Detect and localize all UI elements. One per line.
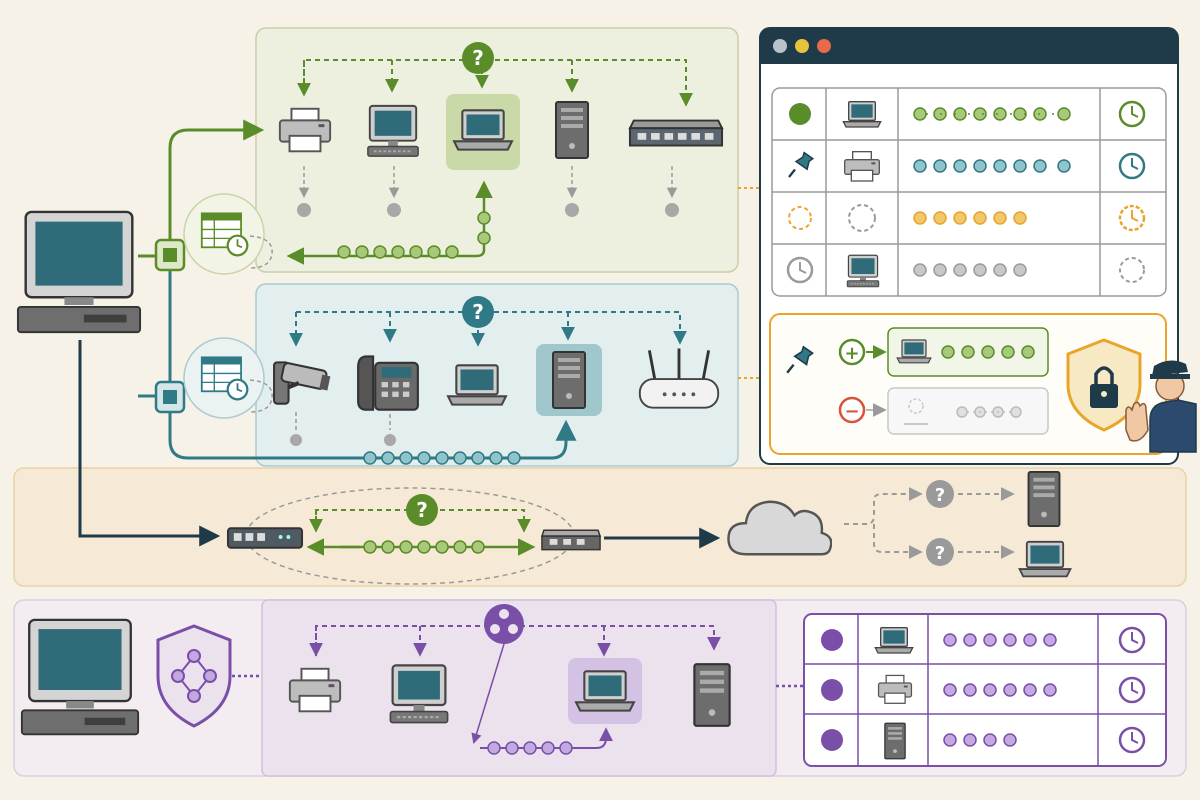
- p-row3-status-dot: [821, 729, 843, 751]
- network-hub-icon[interactable]: [484, 604, 524, 644]
- row4-clock-status: [786, 256, 814, 284]
- p-row1-laptop-icon: [874, 626, 914, 654]
- green-query-badge[interactable]: [462, 42, 494, 74]
- orange-segment-panel: [13, 467, 1187, 587]
- monitor-keyboard-icon[interactable]: [366, 104, 420, 158]
- row3-pending-dot: [788, 206, 812, 230]
- p-row3-tower-icon: [884, 722, 906, 760]
- shield-network-icon: [156, 624, 232, 728]
- orange-packet-chain: [363, 540, 485, 554]
- server-tower-icon-purple[interactable]: [693, 663, 731, 727]
- green-idle-links: [297, 166, 679, 217]
- row1-laptop-icon: [842, 100, 882, 128]
- green-packet-chain: [337, 211, 491, 259]
- orange-query-badge[interactable]: [406, 494, 438, 526]
- hub-nodes: [490, 609, 518, 634]
- p-row2-status-dot: [821, 679, 843, 701]
- row4-packet-chain: [913, 263, 1027, 277]
- laptop-icon-teal[interactable]: [446, 364, 508, 406]
- purple-segment-panel: [261, 599, 777, 777]
- server-tower-icon[interactable]: [555, 101, 589, 159]
- laptop-icon[interactable]: [452, 109, 514, 151]
- row1-clock-icon: [1118, 100, 1146, 128]
- lock-shackle: [1094, 366, 1114, 384]
- row3-clock-icon: [1118, 204, 1146, 232]
- row1-packet-chain: [913, 107, 1071, 121]
- window-control-yellow[interactable]: [795, 39, 809, 53]
- p-row2-packet-chain: [943, 683, 1057, 697]
- orange-query-glyph: ?: [416, 498, 428, 522]
- row3-pending-device: [848, 204, 876, 232]
- monitor-keyboard-icon-purple[interactable]: [389, 664, 449, 724]
- denied-device-icon: [904, 398, 928, 425]
- green-uplink: [168, 119, 265, 244]
- p-row1-packet-chain: [943, 633, 1057, 647]
- window-control-red[interactable]: [817, 39, 831, 53]
- purple-response-path: [480, 727, 613, 749]
- desk-phone-icon[interactable]: [357, 355, 419, 411]
- green-schedule-tail: [249, 235, 273, 269]
- cloud-route-bottom: [873, 524, 923, 559]
- row1-status-dot: [789, 103, 811, 125]
- p-row1-status-dot: [821, 629, 843, 651]
- cloud-route-top: [844, 487, 923, 525]
- allowed-laptop-icon: [896, 339, 932, 364]
- row2-clock-icon: [1118, 152, 1146, 180]
- modem-switch-icon[interactable]: [226, 527, 304, 549]
- purple-packet-chain: [487, 741, 573, 755]
- teal-schedule-tail: [249, 379, 273, 413]
- remote-query-top-glyph: ?: [935, 485, 945, 506]
- shield-network-nodes: [171, 649, 217, 703]
- device-table: [771, 87, 1167, 297]
- main-workstation-icon: [16, 210, 142, 334]
- row2-packet-chain: [913, 159, 1071, 173]
- teal-port-led: [163, 390, 177, 404]
- row4-pending-clock: [1119, 257, 1145, 283]
- p-row3-packet-chain: [943, 733, 1017, 747]
- row3-packet-chain: [913, 211, 1027, 225]
- teal-idle-links: [290, 412, 396, 446]
- teal-packet-chain: [363, 451, 521, 465]
- lock-keyhole: [1101, 391, 1107, 397]
- laptop-icon-purple[interactable]: [574, 670, 636, 712]
- row4-monitor-icon: [846, 254, 880, 288]
- purple-response-curve: [471, 643, 505, 745]
- window-control-gray[interactable]: [773, 39, 787, 53]
- p-row2-clock-icon: [1118, 676, 1146, 704]
- window-titlebar: [760, 28, 1178, 64]
- teal-query-glyph: ?: [472, 300, 484, 324]
- p-row1-clock-icon: [1118, 626, 1146, 654]
- trunk-to-modem: [78, 340, 221, 547]
- p-row3-clock-icon: [1118, 726, 1146, 754]
- green-query-glyph: ?: [472, 46, 484, 70]
- deny-glyph: −: [844, 401, 859, 422]
- denied-device-card[interactable]: [887, 387, 1049, 435]
- server-tower-icon-teal[interactable]: [551, 350, 587, 410]
- green-response-path: [286, 236, 486, 265]
- remote-query-bottom-glyph: ?: [935, 543, 945, 564]
- small-switch-icon[interactable]: [541, 529, 601, 551]
- remote-query-bottom[interactable]: [926, 538, 954, 566]
- remote-laptop-icon[interactable]: [1018, 540, 1072, 578]
- deny-button[interactable]: [838, 396, 866, 424]
- remote-server-icon[interactable]: [1027, 470, 1061, 528]
- teal-query-badge[interactable]: [462, 296, 494, 328]
- security-guard-icon: [1125, 360, 1197, 453]
- teal-broadcast-line: [296, 311, 687, 345]
- green-port-led: [163, 248, 177, 262]
- allowed-packet-chain: [941, 345, 1035, 359]
- secondary-workstation-icon: [20, 618, 140, 736]
- denied-packet-chain: [956, 406, 1022, 418]
- network-switch-icon[interactable]: [628, 119, 724, 147]
- green-broadcast-line: [303, 59, 693, 107]
- allow-button[interactable]: [838, 338, 866, 366]
- remote-query-top[interactable]: [926, 480, 954, 508]
- allow-glyph: +: [844, 343, 859, 364]
